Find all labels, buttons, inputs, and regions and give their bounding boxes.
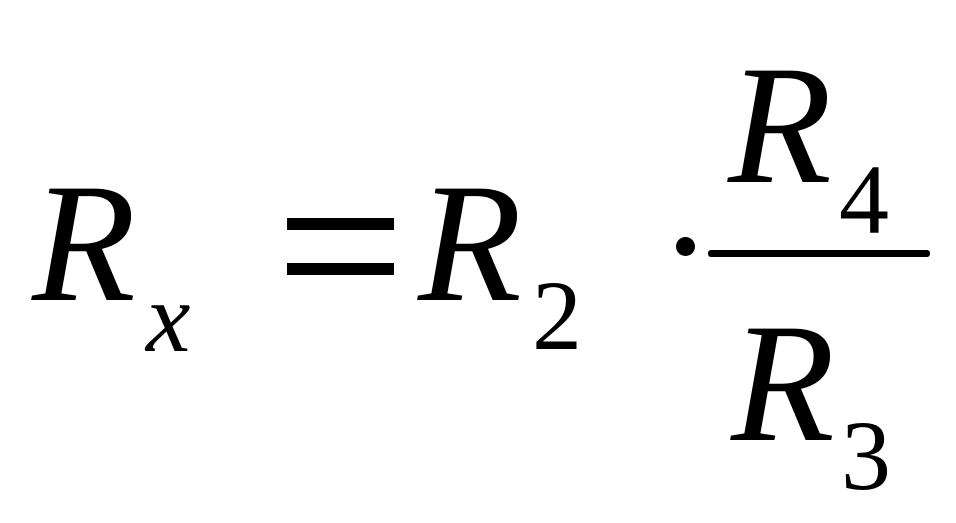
lhs-symbol: R: [32, 149, 136, 337]
multiply-dot: [676, 237, 695, 256]
rhs-subscript: 2: [532, 260, 582, 371]
rhs-symbol: R: [418, 149, 522, 337]
denominator-symbol: R: [731, 289, 835, 477]
equals-sign-top-bar: [287, 218, 394, 230]
fraction-bar: [708, 250, 930, 257]
equals-sign-bottom-bar: [287, 263, 394, 275]
denominator-subscript: 3: [841, 400, 891, 511]
lhs-subscript: x: [146, 262, 191, 373]
numerator-symbol: R: [728, 31, 832, 219]
numerator-subscript: 4: [839, 144, 889, 255]
